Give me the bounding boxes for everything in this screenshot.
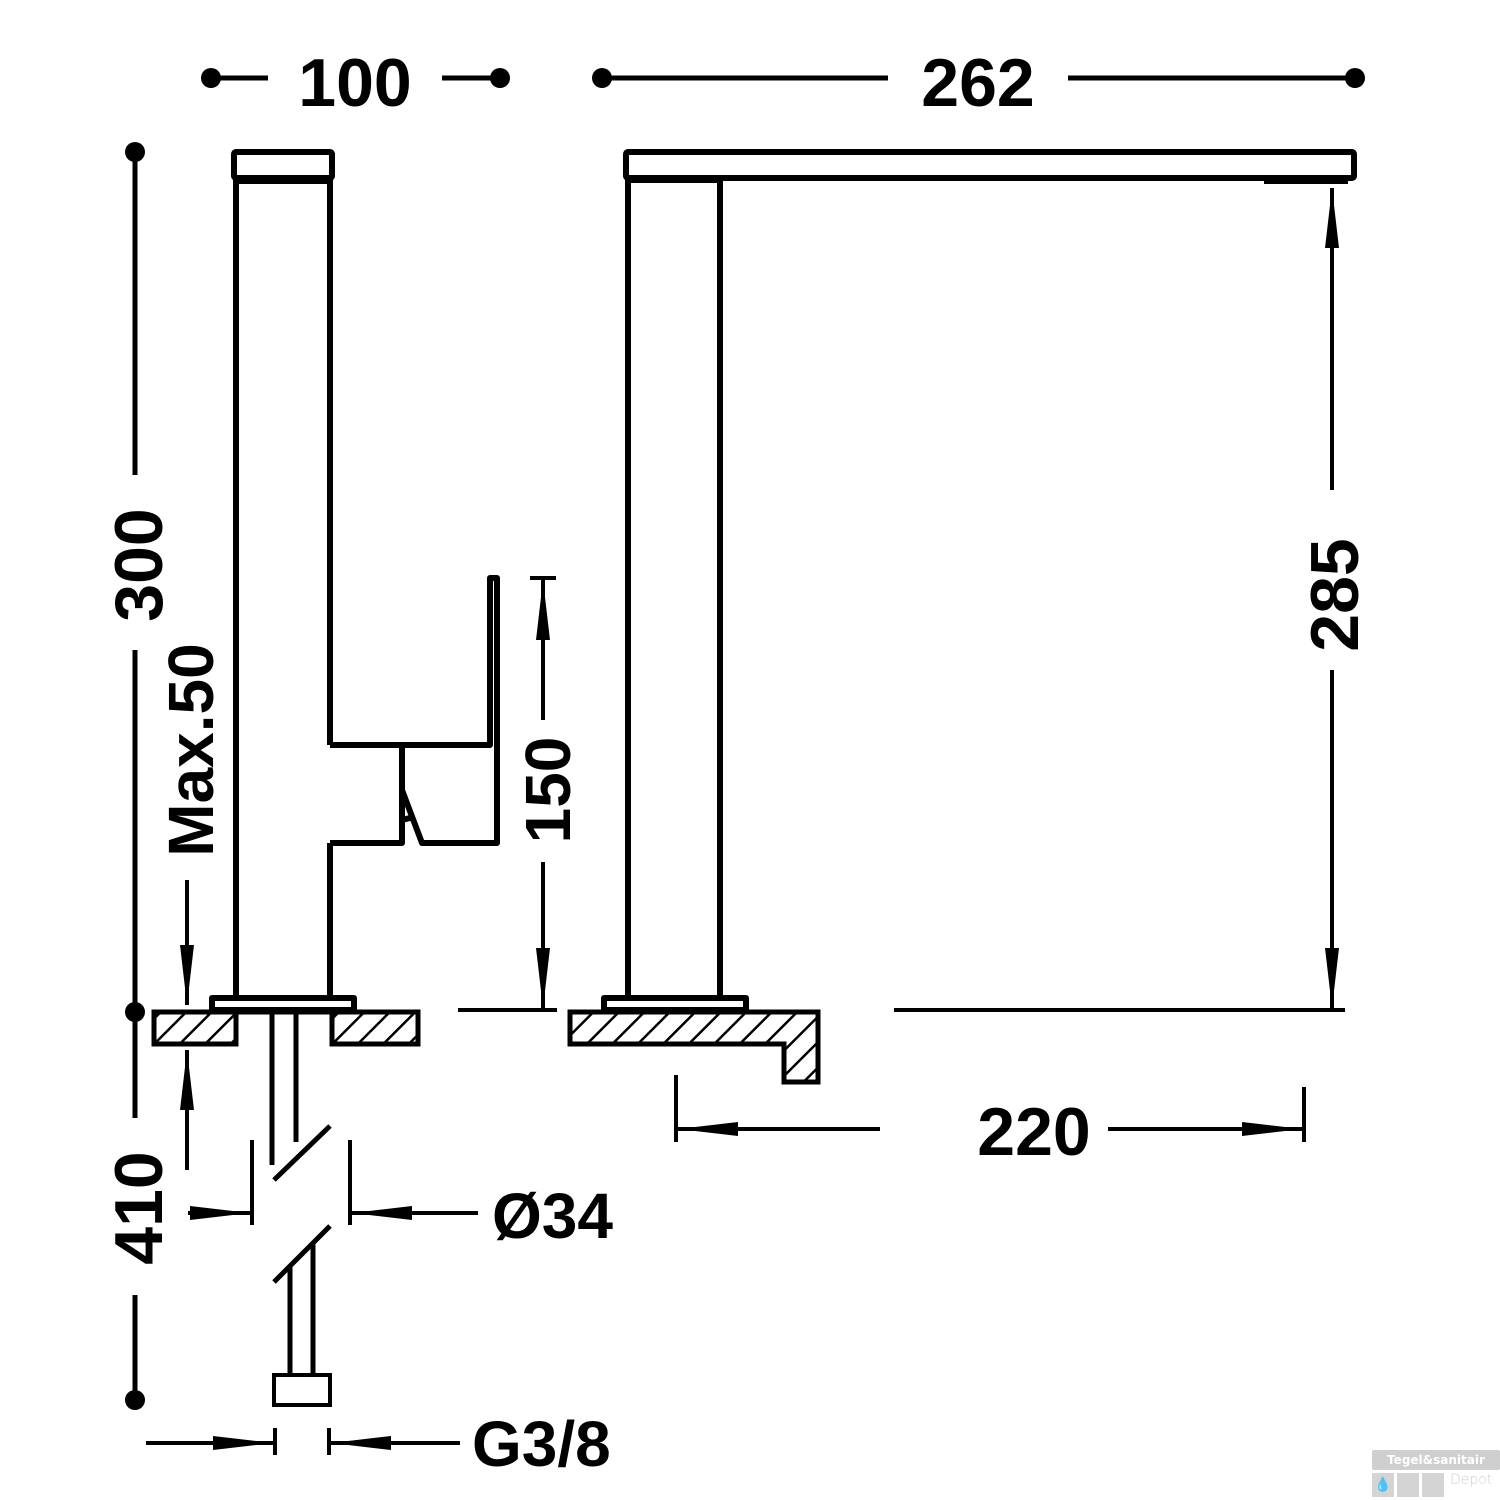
dimension-label-150: 150 [512,737,584,844]
watermark-logo: Tegel&sanitair 💧 Depot [1372,1450,1500,1500]
dimension-300: 300 [101,142,177,1022]
dimension-label-max50: Max.50 [155,643,227,856]
dimension-label-262: 262 [921,45,1034,121]
watermark-tiles: 💧 [1372,1473,1444,1497]
dimension-150: 150 [458,576,584,1012]
dimension-100: 100 [201,45,510,121]
dimension-label-thread: G3/8 [472,1408,611,1480]
watermark-brand: Tegel&sanitair [1372,1450,1500,1470]
tile-icon [1397,1473,1419,1497]
countertop-section-left [151,1009,421,1047]
dimension-410: 410 [101,1012,177,1410]
dimension-g38: G3/8 [146,1408,611,1480]
supply-hoses [269,1012,332,1407]
dimension-label-100: 100 [298,45,411,121]
faucet-front-view [601,149,1357,1013]
dimension-220: 220 [674,1075,1306,1170]
dimension-label-285: 285 [1297,538,1373,651]
dimension-262: 262 [592,45,1365,121]
tile-icon [1422,1473,1444,1497]
dimension-label-410: 410 [101,1151,177,1264]
dimension-285: 285 [894,188,1373,1012]
countertop-section-right [567,1009,821,1085]
faucet-side-view [209,149,500,1013]
dimension-label-220: 220 [977,1094,1090,1170]
dimension-label-300: 300 [101,508,177,621]
watermark-depot: Depot [1450,1472,1493,1488]
dimension-max50: Max.50 [155,643,227,1170]
dimension-label-diameter: Ø34 [492,1180,613,1252]
water-drop-icon: 💧 [1372,1473,1394,1497]
dimension-diameter-34: Ø34 [188,1140,613,1252]
